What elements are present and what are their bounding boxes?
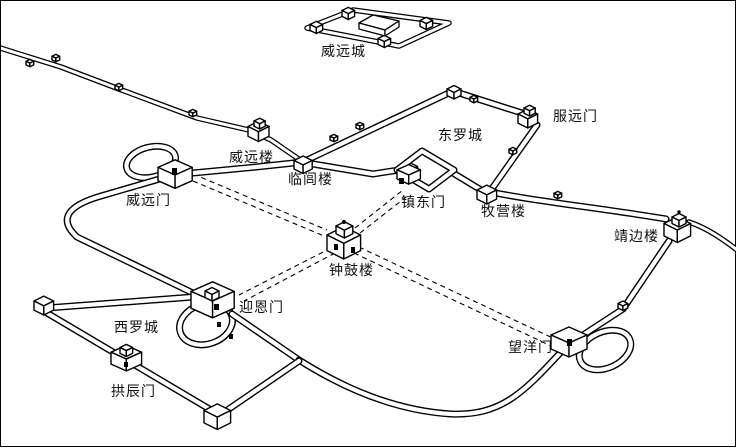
gongchen-gate-door bbox=[124, 362, 128, 367]
zhonggu-tower-finial bbox=[342, 220, 346, 224]
zhendong-gate-tower bbox=[396, 162, 422, 186]
muying-tower bbox=[476, 184, 498, 205]
yingen-gate-door bbox=[214, 304, 219, 310]
yingen-gate bbox=[189, 280, 236, 339]
fuyuan-gate-tower bbox=[517, 104, 539, 129]
wangyang-gate-barbican-loop bbox=[575, 326, 635, 374]
weiyuan-gate-door bbox=[172, 168, 177, 175]
label-yingen-gate: 迎恩门 bbox=[239, 299, 284, 315]
label-linlu-tower: 临闾楼 bbox=[288, 171, 333, 187]
wangyang-gate-door bbox=[567, 339, 572, 346]
jingbian-tower-finial bbox=[677, 210, 681, 214]
label-weiyuan-fort: 威远城 bbox=[321, 43, 366, 59]
label-wangyang-gate: 望洋门 bbox=[508, 339, 553, 355]
label-weiyuan-gate: 威远门 bbox=[126, 192, 171, 208]
label-zhendong-gate: 镇东门 bbox=[401, 194, 446, 210]
wangyang-gate bbox=[549, 325, 589, 359]
weiyuan-tower bbox=[246, 117, 271, 143]
label-dongluo-city: 东罗城 bbox=[438, 127, 483, 143]
road-to-yingen-gate bbox=[238, 247, 336, 302]
label-jingbian-tower: 靖边楼 bbox=[614, 228, 659, 244]
fort-bastion-north bbox=[341, 6, 356, 21]
weiyuan-fort bbox=[307, 6, 449, 49]
great-wall-east bbox=[689, 222, 736, 253]
label-weiyuan-tower: 威远楼 bbox=[229, 149, 274, 165]
label-fuyuan-gate: 服远门 bbox=[553, 108, 598, 124]
dongluo-city-wall bbox=[307, 91, 537, 190]
great-wall-northwest bbox=[1, 47, 253, 131]
labels: 威远城 服远门 东罗城 威远楼 临闾楼 威远门 镇东门 牧营楼 靖边楼 钟鼓楼 … bbox=[111, 43, 659, 399]
fort-bastion-south bbox=[377, 34, 392, 49]
jingbian-tower bbox=[662, 210, 692, 244]
weiyuan-gate bbox=[156, 158, 194, 190]
dongluo-north-corner-tower bbox=[446, 84, 462, 100]
gongchen-gate bbox=[109, 343, 143, 373]
label-gongchen-gate: 拱辰门 bbox=[111, 383, 156, 399]
zhonggu-tower bbox=[325, 220, 363, 261]
road-to-wangyang-gate bbox=[353, 246, 560, 347]
road-to-weiyuan-gate bbox=[192, 173, 328, 237]
label-xiluo-city: 西罗城 bbox=[114, 319, 159, 335]
xiluo-west-corner-tower bbox=[33, 295, 55, 316]
road-to-zhendong-gate bbox=[354, 189, 411, 234]
zhendong-gate-door bbox=[399, 178, 404, 184]
label-muying-tower: 牧营楼 bbox=[481, 203, 526, 219]
label-zhonggu-tower: 钟鼓楼 bbox=[329, 262, 374, 278]
fort-bastion-west bbox=[309, 20, 324, 35]
fort-bastion-east bbox=[419, 16, 434, 31]
weiyuan-gate-barbican-loop bbox=[122, 142, 180, 182]
fort-central-keep bbox=[358, 14, 400, 37]
